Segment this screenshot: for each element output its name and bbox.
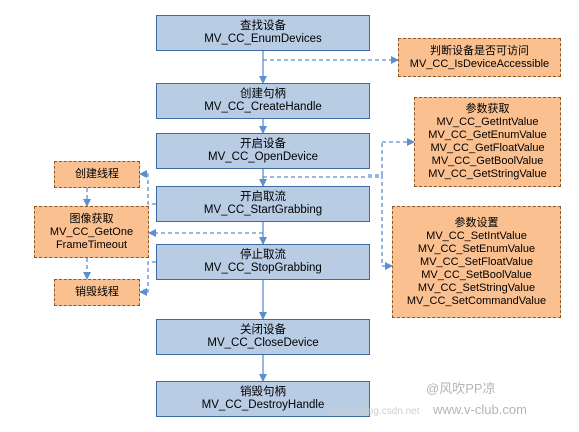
step-create-handle: 创建句柄 MV_CC_CreateHandle [156,83,370,119]
node-check-access: 判断设备是否可访问 MV_CC_IsDeviceAccessible [398,38,561,77]
node-line: FrameTimeout [55,238,128,251]
watermark-url: https://blog.csdn.net [330,406,420,417]
step-title: 开启取流 [240,191,286,203]
step-start-grabbing: 开启取流 MV_CC_StartGrabbing [156,186,370,222]
node-title: 参数获取 [465,103,510,115]
node-line: MV_CC_GetOne [49,225,134,238]
watermark-site: www.v-club.com [433,402,527,417]
step-stop-grabbing: 停止取流 MV_CC_StopGrabbing [156,244,370,280]
step-api: MV_CC_StopGrabbing [204,262,322,274]
step-api: MV_CC_OpenDevice [208,151,318,163]
step-close-device: 关闭设备 MV_CC_CloseDevice [156,319,370,355]
arrow-stop-to-destroy-thread [139,261,156,296]
node-destroy-thread: 销毁线程 [54,279,140,306]
node-api: MV_CC_SetCommandValue [406,294,547,307]
node-api: MV_CC_SetIntValue [426,229,527,242]
step-enum-devices: 查找设备 MV_CC_EnumDevices [156,15,370,51]
step-title: 销毁句柄 [240,386,286,398]
step-title: 查找设备 [240,20,286,32]
node-title: 销毁线程 [75,286,119,298]
node-set-params: 参数设置 MV_CC_SetIntValue MV_CC_SetEnumValu… [392,206,561,318]
node-api: MV_CC_IsDeviceAccessible [409,57,550,70]
arrow-start-to-create-thread [139,170,156,205]
step-api: MV_CC_StartGrabbing [203,204,323,216]
step-api: MV_CC_CreateHandle [204,101,322,113]
watermark-author: @风吹PP凉 [426,381,496,396]
step-title: 创建句柄 [240,88,286,100]
node-api: MV_CC_GetEnumValue [428,129,547,141]
node-api: MV_CC_GetIntValue [436,116,539,128]
node-title: 判断设备是否可访问 [430,44,529,57]
node-api: MV_CC_GetStringValue [428,168,547,180]
step-api: MV_CC_EnumDevices [204,33,322,45]
step-open-device: 开启设备 MV_CC_OpenDevice [156,133,370,169]
node-get-params: 参数获取 MV_CC_GetIntValue MV_CC_GetEnumValu… [414,97,561,187]
node-create-thread: 创建线程 [54,161,140,188]
step-destroy-handle: 销毁句柄 MV_CC_DestroyHandle [156,381,370,417]
node-api: MV_CC_GetBoolValue [431,155,544,167]
node-api: MV_CC_SetStringValue [417,281,536,294]
param-bus-line [368,142,383,176]
node-title: 创建线程 [75,168,119,180]
node-title: 参数设置 [454,216,499,229]
arrow-to-set-params [381,175,393,270]
step-title: 关闭设备 [240,324,286,336]
node-line: 图像获取 [69,212,114,225]
node-api: MV_CC_GetFloatValue [430,142,545,154]
node-api: MV_CC_SetBoolValue [421,268,532,281]
node-api: MV_CC_SetFloatValue [420,255,533,268]
node-api: MV_CC_SetEnumValue [417,242,536,255]
step-title: 开启设备 [240,138,286,150]
step-api: MV_CC_CloseDevice [207,337,319,349]
step-api: MV_CC_DestroyHandle [201,399,325,411]
node-get-image: 图像获取 MV_CC_GetOne FrameTimeout [34,206,149,258]
step-title: 停止取流 [240,249,286,261]
